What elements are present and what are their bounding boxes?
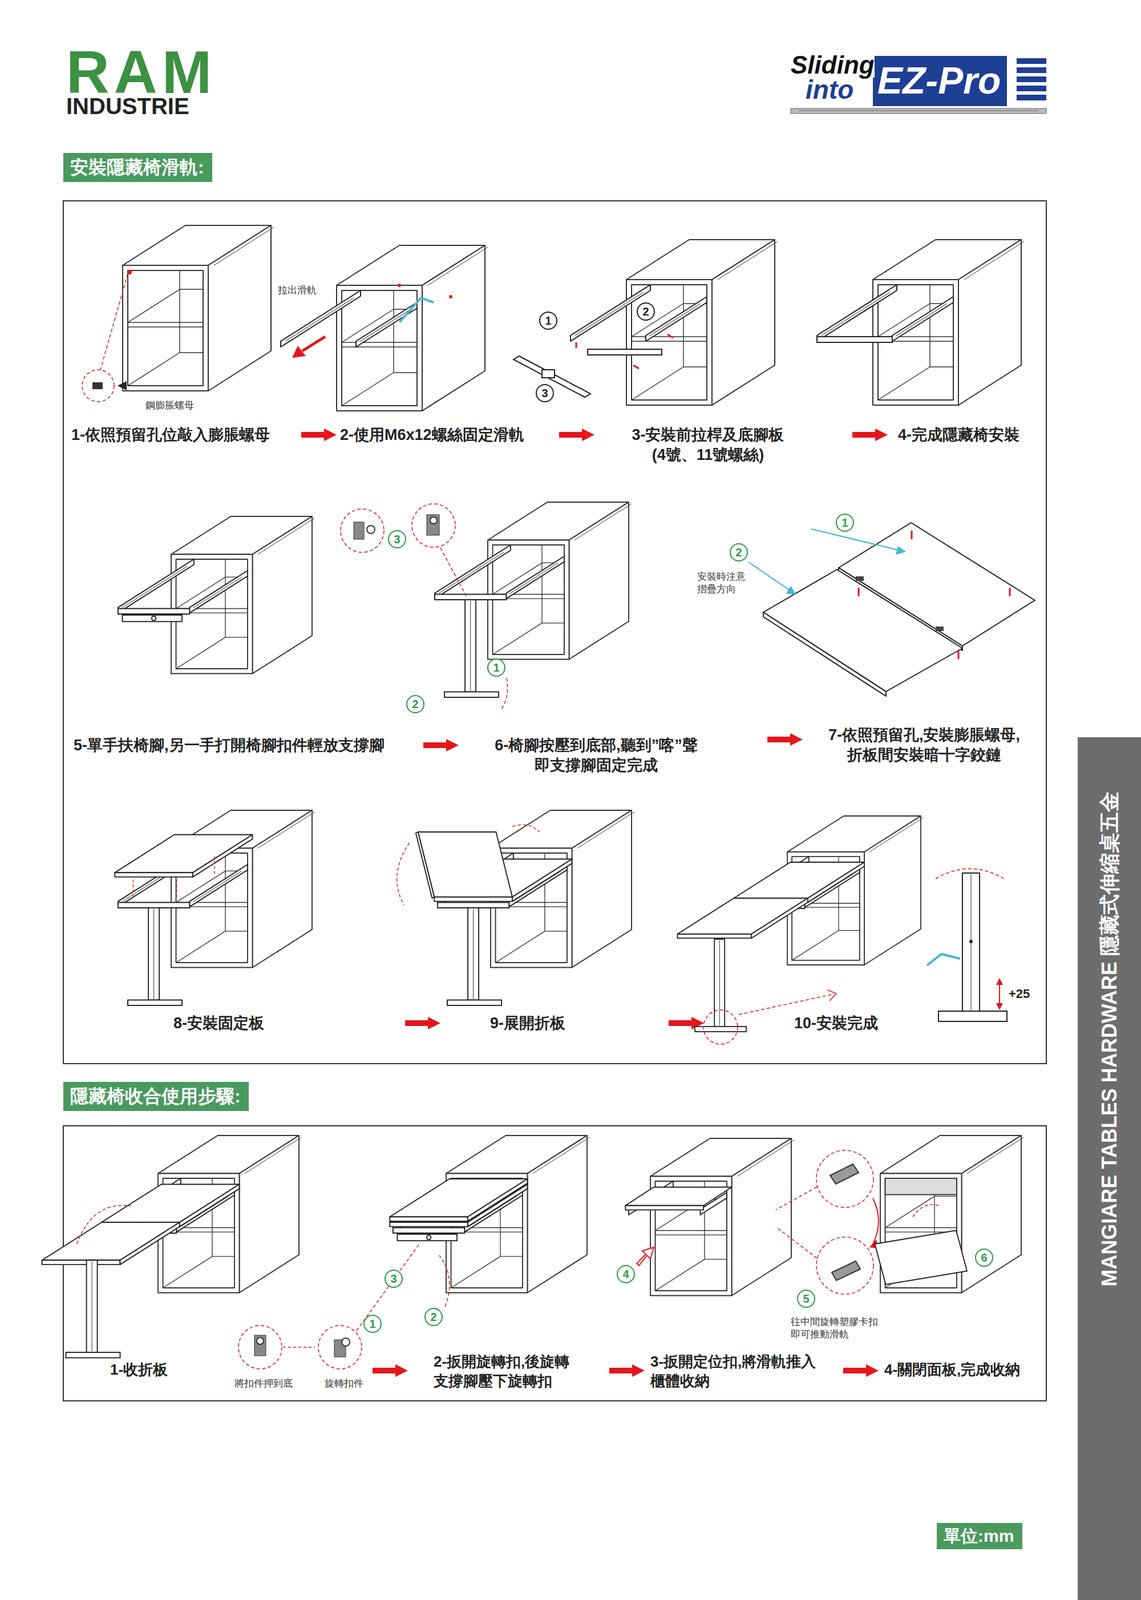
step-caption: 4-完成隱藏椅安裝 [897,425,1020,445]
step-caption: 3-安裝前拉桿及底腳板 (4號、11號螺絲) [622,425,794,465]
callout-number: 6 [980,1251,987,1264]
dimension-label: +25 [1008,985,1030,1003]
callout-number: 2 [735,546,742,558]
side-band: MANGIARE TABLES HARDWARE 隱藏式伸縮桌五金 [1077,737,1141,1600]
step-caption: 1-依照預留孔位敲入膨脹螺母 [71,425,270,445]
step-caption: 1-收折板 [110,1360,168,1380]
callout-number: 3 [541,387,548,399]
note-text: 將扣件押到底 [234,1377,293,1390]
header-text: 隱藏椅收合使用步驟: [70,1085,241,1107]
note-text: 安裝時注意 摺疊方向 [697,570,755,596]
step-caption: 10-安裝完成 [794,1013,878,1034]
callout-number: 3 [393,533,400,545]
brand-text: into [805,76,854,103]
step-caption: 2-扳開旋轉扣,後旋轉 支撐腳壓下旋轉扣 [433,1352,600,1391]
note-text: 拉出滑軌 [277,284,317,297]
callout-number: 2 [411,698,419,710]
step-caption: 4-關閉面板,完成收納 [884,1360,1021,1380]
callout-number: 1 [841,516,848,529]
brand-text: Sliding [790,52,875,78]
logo-text: INDUSTRIE [66,94,190,118]
brand-text: EZ-Pro [877,58,1001,104]
callout-number: 5 [802,1292,809,1305]
section-header: 安裝隱藏椅滑軌: [63,152,213,182]
logo-text: RAM [66,42,217,103]
step-caption: 7-依照預留孔,安裝膨脹螺母, 折板間安裝暗十字鉸鏈 [812,725,1036,766]
step-caption: 9-展開折板 [490,1013,566,1034]
step-caption: 6-椅腳按壓到底部,聽到”喀”聲 即支撐腳固定完成 [467,735,725,776]
step-caption: 2-使用M6x12螺絲固定滑軌 [340,425,525,445]
step-caption: 5-單手扶椅腳,另一手打開椅腳扣件輕放支撐腳 [73,735,385,756]
callout-number: 3 [390,1272,397,1285]
callout-number: 1 [544,314,552,327]
note-text: 旋轉扣件 [324,1377,364,1390]
callout-number: 1 [492,661,500,674]
step-caption: 8-安裝固定板 [173,1013,265,1034]
note-text: 往中間旋轉塑膠卡扣 即可推動滑軌 [790,1315,891,1341]
callout-number: 2 [430,1311,437,1323]
section-header: 隱藏椅收合使用步驟: [63,1081,249,1111]
step-caption: 3-扳開定位扣,將滑軌推入 櫃體收納 [650,1352,842,1391]
note-text: 鋼膨脹螺母 [145,399,194,412]
unit-box: 單位:mm [936,1522,1023,1549]
header-text: 安裝隱藏椅滑軌: [70,156,205,178]
callout-number: 4 [622,1268,629,1280]
callout-number: 1 [369,1317,376,1330]
callout-number: 2 [642,305,649,318]
unit-text: 單位:mm [943,1525,1014,1547]
band-text: MANGIARE TABLES HARDWARE 隱藏式伸縮桌五金 [1097,791,1122,1286]
logo-box: EZ-Pro [872,55,1007,107]
